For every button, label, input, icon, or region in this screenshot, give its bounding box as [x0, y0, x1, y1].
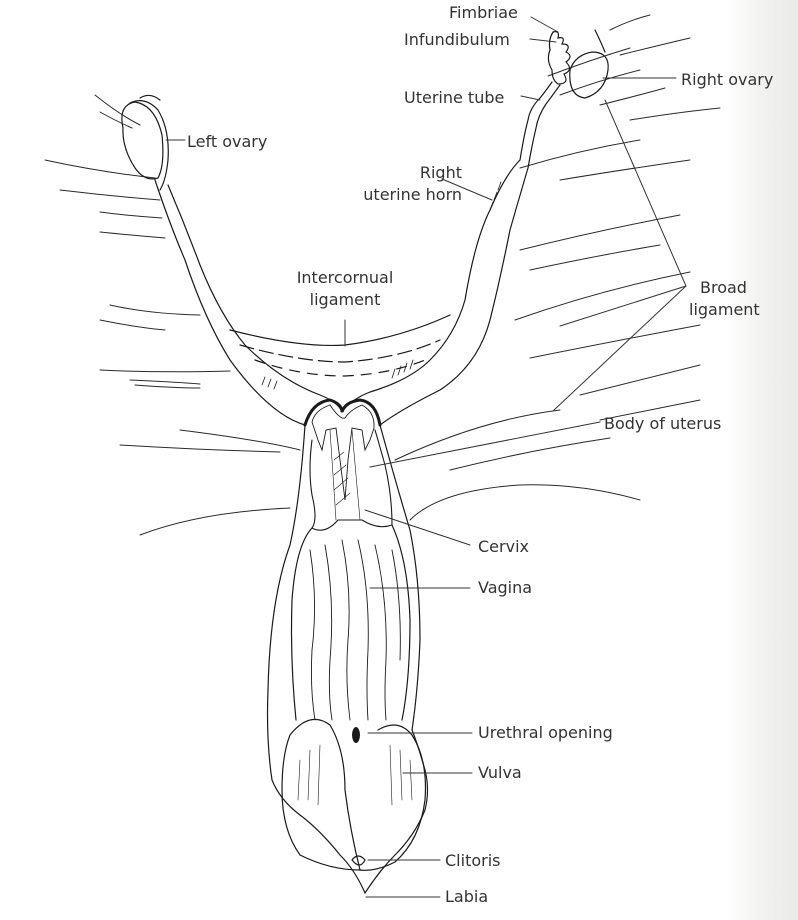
right-ovary-shape	[519, 29, 609, 169]
label-labia: Labia	[445, 887, 489, 906]
label-fimbriae: Fimbriae	[449, 3, 518, 22]
label-cervix: Cervix	[478, 537, 529, 556]
label-vulva: Vulva	[478, 763, 522, 782]
label-clitoris: Clitoris	[445, 851, 501, 870]
label-intercornual-2: ligament	[309, 290, 381, 309]
label-body-of-uterus: Body of uterus	[604, 414, 722, 433]
label-intercornual-1: Intercornual	[296, 268, 394, 287]
label-right-ovary: Right ovary	[681, 70, 774, 89]
label-right-uterine-horn-2: uterine horn	[363, 185, 462, 204]
label-left-ovary: Left ovary	[187, 132, 268, 151]
label-urethral-opening: Urethral opening	[478, 723, 613, 742]
broad-ligament-lines	[44, 14, 721, 536]
label-right-uterine-horn-1: Right	[419, 163, 462, 182]
uterine-body-shape	[303, 398, 393, 531]
uterine-horns-shape	[154, 159, 529, 426]
vulva-shape	[271, 718, 429, 895]
vagina-shape	[266, 424, 421, 781]
left-ovary-shape	[121, 94, 169, 191]
label-broad-2: ligament	[689, 300, 760, 319]
label-broad-1: Broad	[700, 278, 747, 297]
label-infundibulum: Infundibulum	[404, 30, 510, 49]
label-uterine-tube: Uterine tube	[404, 88, 505, 107]
label-vagina: Vagina	[478, 578, 533, 597]
leader-lines	[165, 16, 687, 898]
